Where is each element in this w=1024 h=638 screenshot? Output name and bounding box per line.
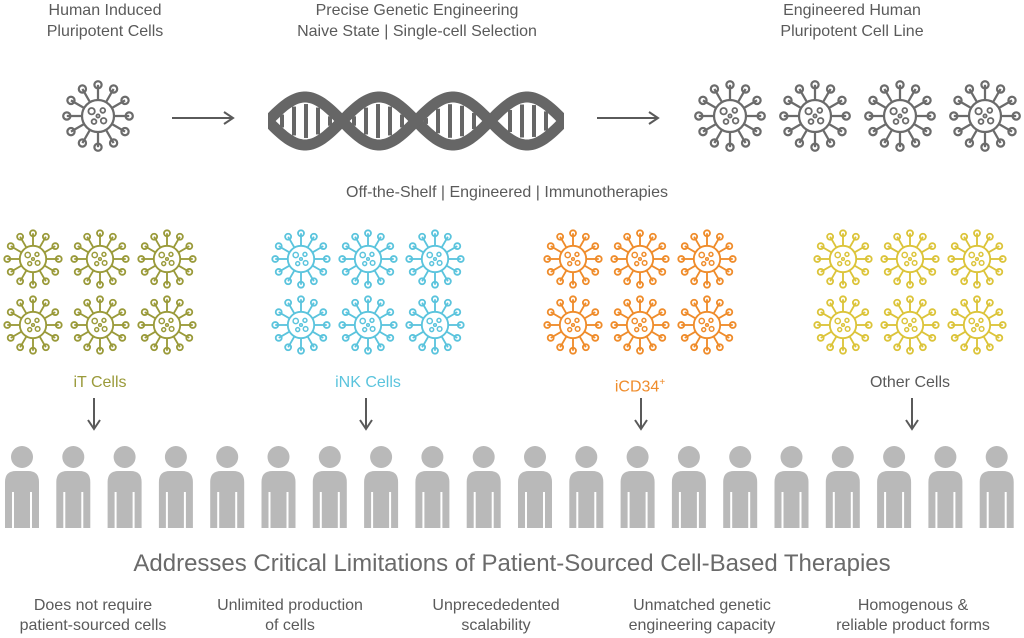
cell-icon <box>137 229 197 289</box>
cell-icon <box>405 295 465 355</box>
cell-icon <box>137 295 197 355</box>
benefit-1-line2: patient-sourced cells <box>19 617 167 634</box>
person-icon <box>210 446 245 528</box>
engineered-line-label: Engineered Human Pluripotent Cell Line <box>752 0 952 42</box>
dna-helix-icon <box>268 88 564 154</box>
benefit-4: Unmatched genetic engineering capacity <box>602 596 802 636</box>
benefit-4-line2: engineering capacity <box>628 617 776 634</box>
engineered-line-label-line1: Engineered Human <box>783 2 921 19</box>
benefit-5-line1: Homogenous & <box>857 597 969 614</box>
cell-icon <box>338 295 398 355</box>
dna-strand-2 <box>268 91 564 151</box>
person-icon <box>158 446 193 528</box>
cell-icon <box>338 229 398 289</box>
label-it-cells: iT Cells <box>73 374 127 391</box>
person-icon <box>671 446 706 528</box>
cell-icon <box>543 229 603 289</box>
cell-icon <box>543 295 603 355</box>
label-icd34: iCD34+ <box>560 373 720 397</box>
benefit-5-line2: reliable product forms <box>836 617 990 634</box>
group-ink-cells <box>268 226 468 426</box>
person-icon <box>620 446 655 528</box>
arrow-right-icon <box>172 110 238 126</box>
group-icd34-cells <box>540 226 740 426</box>
cell-cluster-2 <box>543 229 737 355</box>
label-ink-cells: iNK Cells <box>335 374 401 391</box>
cell-icon <box>3 295 63 355</box>
cell-icon <box>271 295 331 355</box>
arrow-right-icon-2 <box>597 110 663 126</box>
person-icon <box>56 446 91 528</box>
person-icon <box>466 446 501 528</box>
hipsc-label-line1: Human Induced <box>48 2 162 19</box>
cell-icon <box>405 229 465 289</box>
cell-cluster-0 <box>3 229 197 355</box>
person-icon <box>415 446 450 528</box>
label-other-cells: Other Cells <box>869 374 951 391</box>
patients-row <box>0 440 1024 530</box>
cell-icon <box>3 229 63 289</box>
hipsc-label-line2: Pluripotent Cells <box>46 23 164 40</box>
engineered-cell-icon-3 <box>860 76 940 156</box>
cell-icon <box>677 229 737 289</box>
engineering-subtitle: Naive State | Single-cell Selection <box>297 23 537 40</box>
cell-icon <box>880 295 940 355</box>
cell-icon <box>880 229 940 289</box>
group-it-cells <box>0 226 200 426</box>
engineered-cell-icon-4 <box>945 76 1024 156</box>
person-icon <box>928 446 963 528</box>
engineered-cell-icon-1 <box>690 76 770 156</box>
cell-cluster-1 <box>271 229 465 355</box>
benefit-3-line1: Unprecededented <box>432 597 560 614</box>
person-icon <box>107 446 142 528</box>
cell-icon <box>70 229 130 289</box>
person-icon <box>825 446 860 528</box>
hipsc-cell-icon <box>58 76 138 156</box>
cell-icon <box>677 295 737 355</box>
label-icd34-text: iCD34 <box>614 378 660 396</box>
benefit-2-line2: of cells <box>265 617 315 634</box>
engineering-label: Precise Genetic Engineering Naive State … <box>262 0 572 42</box>
person-icon <box>877 446 912 528</box>
person-icon <box>312 446 347 528</box>
cell-icon <box>947 229 1007 289</box>
person-icon <box>261 446 296 528</box>
tagline: Off-the-Shelf | Engineered | Immunothera… <box>346 184 668 201</box>
cell-icon <box>271 229 331 289</box>
benefit-4-line1: Unmatched genetic <box>633 597 771 614</box>
benefit-2-line1: Unlimited production <box>217 597 363 614</box>
arrow-down-icon-3 <box>633 398 649 432</box>
cell-icon <box>947 295 1007 355</box>
label-icd34-sup: + <box>659 377 666 388</box>
person-icon <box>569 446 604 528</box>
benefit-5: Homogenous & reliable product forms <box>808 596 1018 636</box>
arrow-down-icon-2 <box>358 398 374 432</box>
arrow-down-icon-4 <box>904 398 920 432</box>
hipsc-label: Human Induced Pluripotent Cells <box>10 0 200 42</box>
cell-cluster-3 <box>813 229 1007 355</box>
person-icon <box>364 446 399 528</box>
arrow-down-icon-1 <box>86 398 102 432</box>
person-icon <box>723 446 758 528</box>
benefit-1-line1: Does not require <box>33 597 153 614</box>
benefit-1: Does not require patient-sourced cells <box>0 596 186 636</box>
engineering-title: Precise Genetic Engineering <box>315 2 519 19</box>
cell-icon <box>610 229 670 289</box>
engineered-line-label-line2: Pluripotent Cell Line <box>780 23 924 40</box>
person-icon <box>979 446 1014 528</box>
benefit-3: Unprecededented scalability <box>398 596 594 636</box>
benefit-2: Unlimited production of cells <box>190 596 390 636</box>
cell-icon <box>70 295 130 355</box>
headline: Addresses Critical Limitations of Patien… <box>133 550 891 577</box>
cell-icon <box>610 295 670 355</box>
engineered-cell-icon-2 <box>775 76 855 156</box>
person-icon <box>518 446 552 528</box>
group-other-cells <box>810 226 1010 426</box>
benefit-3-line2: scalability <box>461 617 531 634</box>
person-icon <box>774 446 809 528</box>
cell-icon <box>813 295 873 355</box>
person-icon <box>5 446 39 528</box>
cell-icon <box>813 229 873 289</box>
